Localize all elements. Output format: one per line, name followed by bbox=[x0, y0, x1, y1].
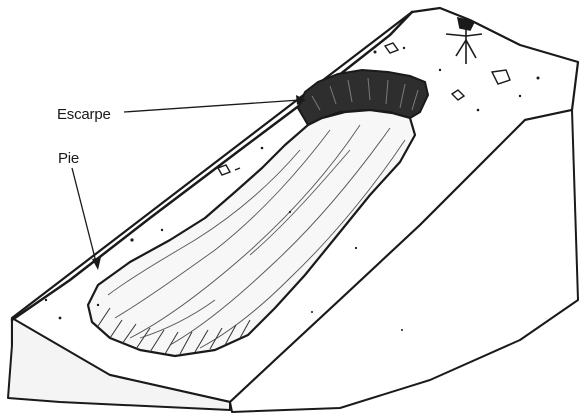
escarpe-leader-line bbox=[124, 100, 300, 112]
pie-leader-line bbox=[72, 168, 96, 262]
escarpe-label: Escarpe bbox=[57, 107, 111, 122]
pie-label: Pie bbox=[58, 151, 79, 166]
